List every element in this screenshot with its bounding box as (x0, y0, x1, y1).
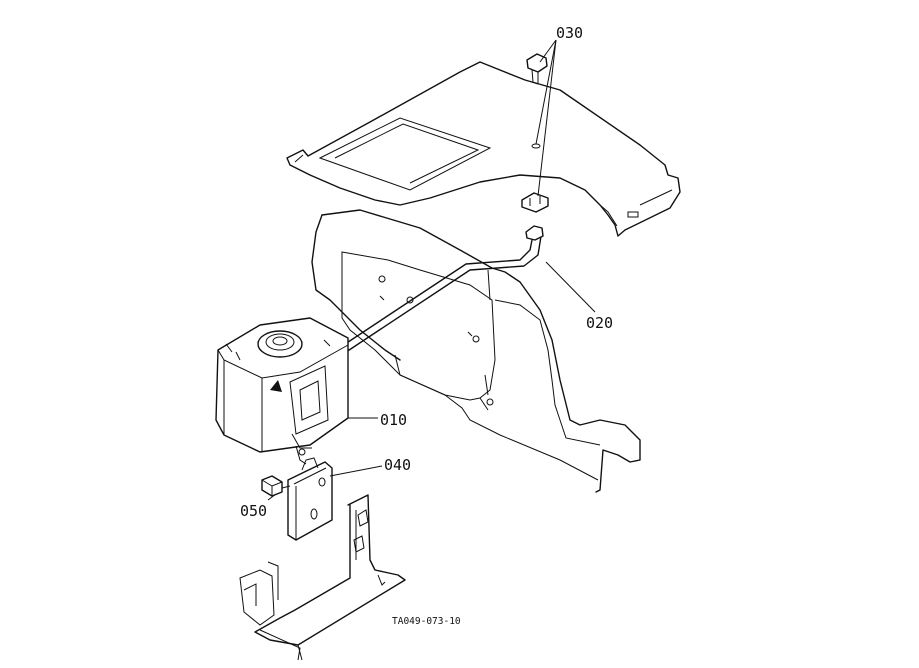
callout-010: 010 (380, 411, 407, 429)
callout-040: 040 (384, 456, 411, 474)
tank-bracket (287, 457, 333, 541)
callout-020: 020 (586, 314, 613, 332)
frame-body (311, 209, 641, 493)
washer-hose (323, 225, 544, 365)
figure-code: TA049-073-10 (392, 616, 461, 627)
washer-nozzle (521, 53, 549, 213)
fender-panel (286, 61, 681, 237)
bolt (261, 475, 291, 497)
callout-050: 050 (240, 502, 267, 520)
washer-tank (215, 317, 349, 465)
callout-030: 030 (556, 24, 583, 42)
lower-stand (239, 494, 406, 661)
leader-lines (267, 39, 596, 501)
